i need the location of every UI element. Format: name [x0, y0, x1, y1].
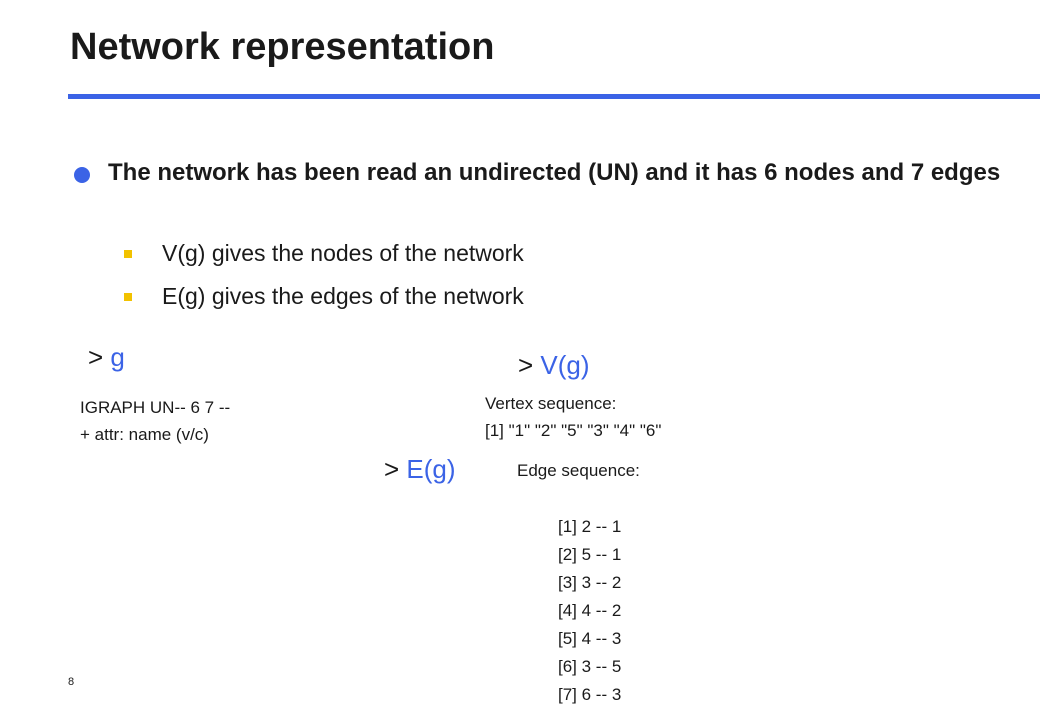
command-text: V(g) [540, 350, 590, 380]
edge-item: [5] 4 -- 3 [558, 629, 622, 648]
sub-bullet-edges: E(g) gives the edges of the network [162, 283, 524, 309]
edge-list: [1] 2 -- 1 [2] 5 -- 1 [3] 3 -- 2 [4] 4 -- 2… [558, 513, 621, 709]
prompt-symbol: > [384, 454, 400, 484]
edge-item: [1] 2 -- 1 [558, 517, 622, 536]
output-line: + attr: name (v/c) [80, 425, 209, 444]
command-eg: > E(g) [384, 454, 456, 485]
edge-item: [2] 5 -- 1 [558, 545, 622, 564]
title-underline [68, 94, 1040, 99]
square-bullet-icon [124, 293, 132, 301]
edge-item: [6] 3 -- 5 [558, 657, 622, 676]
sub-bullet-nodes: V(g) gives the nodes of the network [162, 240, 524, 266]
main-bullet-text: The network has been read an undirected … [108, 159, 1001, 186]
prompt-symbol: > [88, 342, 104, 372]
command-g: > g [88, 342, 125, 373]
square-bullet-icon [124, 250, 132, 258]
edge-item: [4] 4 -- 2 [558, 601, 622, 620]
output-line: IGRAPH UN-- 6 7 -- [80, 398, 231, 417]
output-g: IGRAPH UN-- 6 7 -- + attr: name (v/c) [80, 394, 230, 448]
command-text: E(g) [406, 454, 456, 484]
prompt-symbol: > [518, 350, 534, 380]
command-vg: > V(g) [518, 350, 590, 381]
command-text: g [110, 342, 125, 372]
output-line: [1] "1" "2" "5" "3" "4" "6" [485, 421, 662, 440]
edge-item: [3] 3 -- 2 [558, 573, 622, 592]
bullet-dot-icon [74, 167, 90, 183]
slide-title: Network representation [70, 26, 495, 68]
output-vg: Vertex sequence: [1] "1" "2" "5" "3" "4" … [485, 390, 661, 444]
edge-item: [7] 6 -- 3 [558, 685, 622, 704]
page-number: 8 [68, 676, 75, 688]
output-line: Vertex sequence: [485, 394, 617, 413]
output-eg-header: Edge sequence: [517, 461, 640, 480]
